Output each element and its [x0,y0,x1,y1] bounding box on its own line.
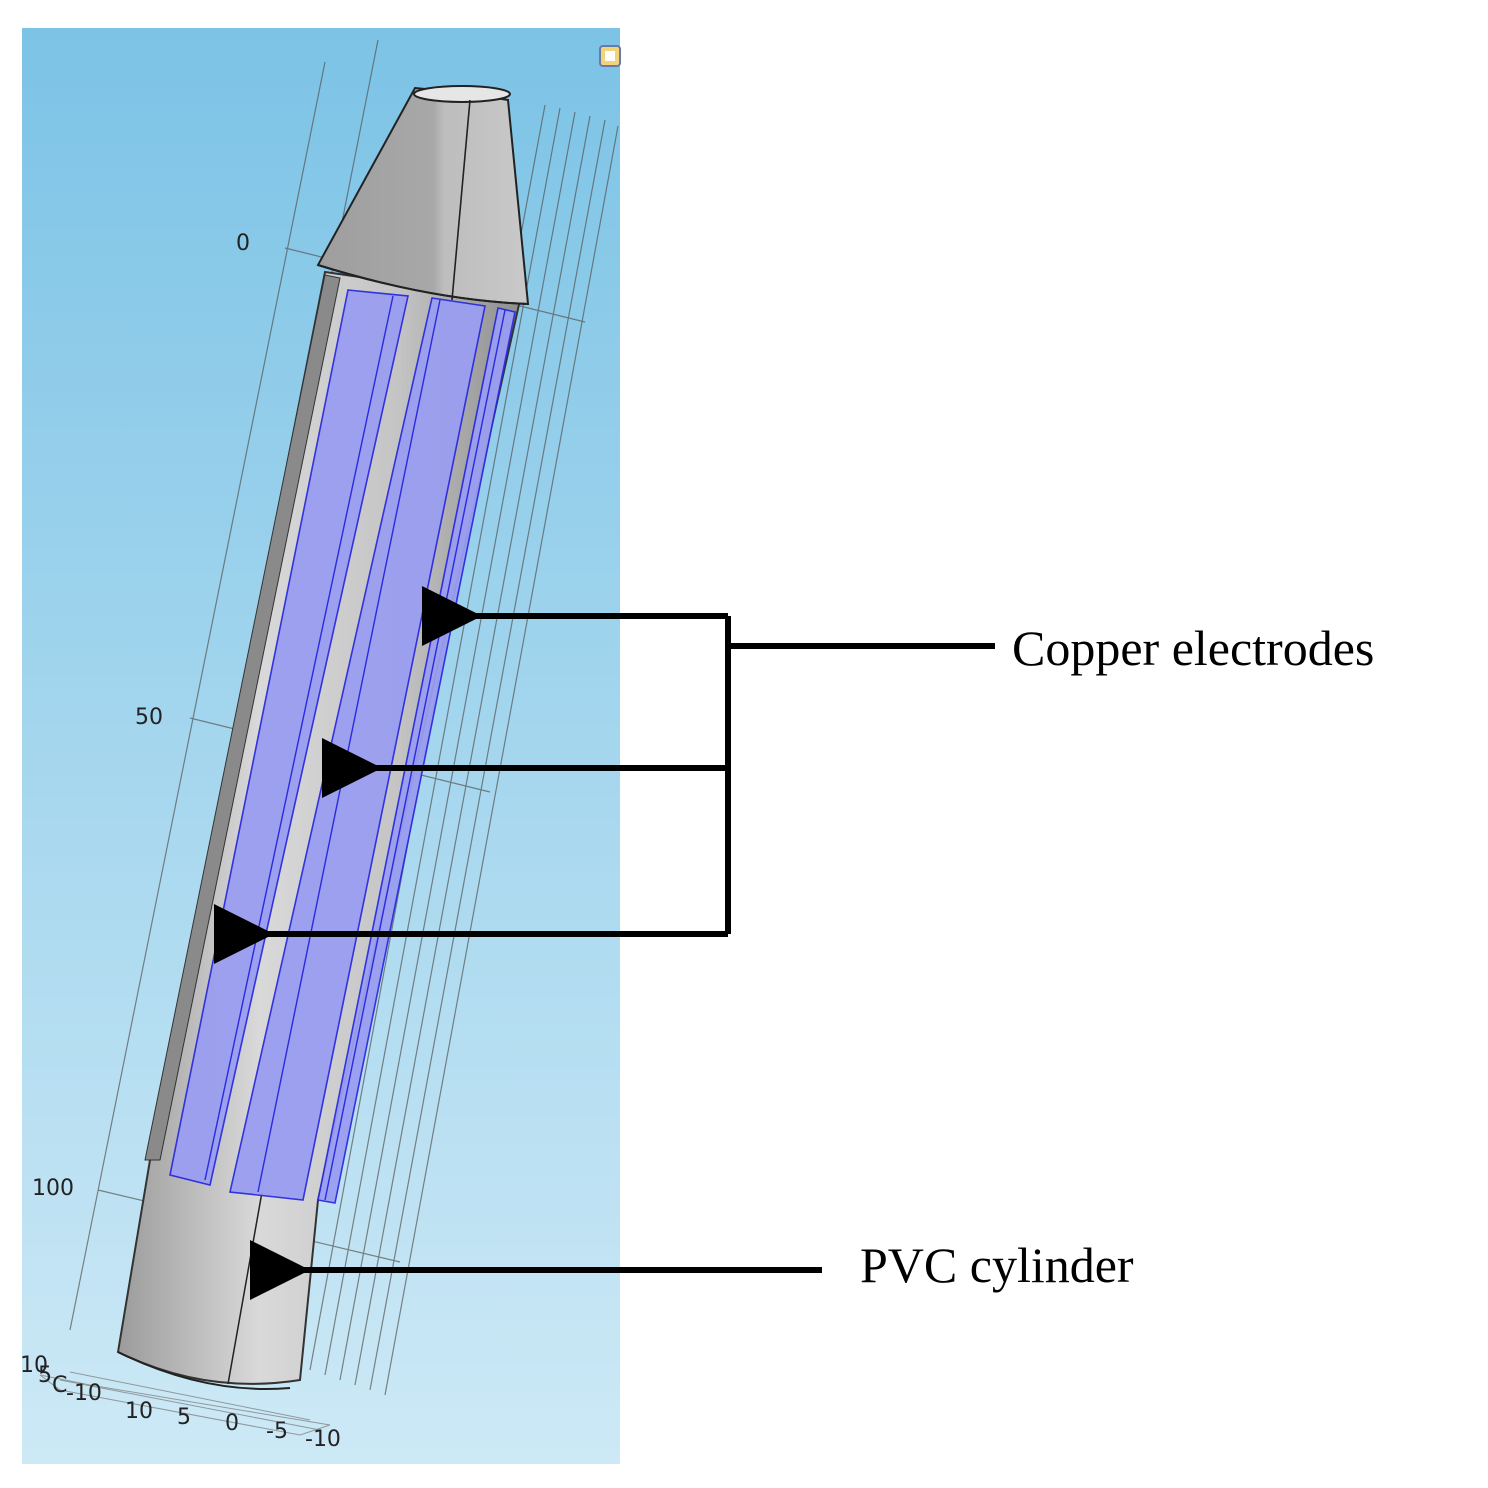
base-tick-8: -5 [266,1419,288,1444]
base-tick-9: -10 [305,1427,341,1452]
view-widget-icon [599,45,621,67]
axis-tick-100: 100 [32,1176,74,1201]
copper-electrodes-label: Copper electrodes [1012,620,1374,676]
electrode-strip [317,307,516,1204]
base-tick-2: 5 [38,1363,52,1388]
base-tick-5: 10 [125,1399,153,1424]
base-tick-4: -10 [66,1381,102,1406]
electrode-callout [214,586,995,964]
base-tick-1: 10 [20,1353,48,1378]
base-plane-grid [39,1371,331,1436]
base-tick-7: 0 [225,1411,239,1436]
cone-cap [316,85,530,306]
pvc-cylinder-label: PVC cylinder [860,1237,1134,1293]
base-tick-3: C [52,1373,67,1398]
axis-tick-50: 50 [135,705,163,730]
axis-tick-0: 0 [236,231,250,256]
base-tick-6: 5 [177,1405,191,1430]
